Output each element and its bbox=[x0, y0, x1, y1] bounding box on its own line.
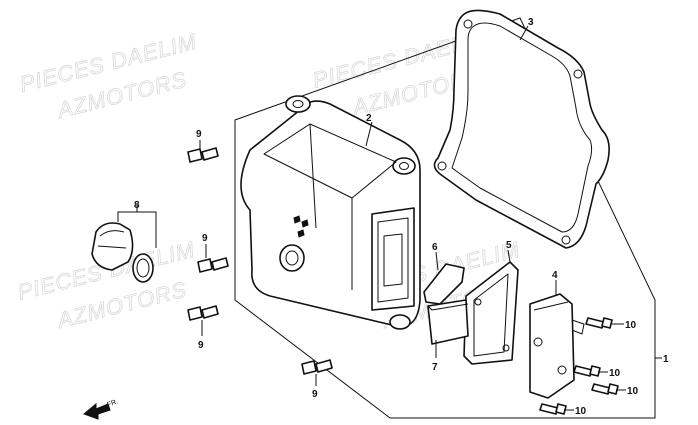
oil-cap-part-8 bbox=[91, 205, 157, 283]
callout-6: 6 bbox=[432, 242, 438, 253]
callout-9-bottom: 9 bbox=[312, 389, 318, 400]
callout-9-middle: 9 bbox=[202, 233, 208, 244]
callout-8: 8 bbox=[134, 200, 140, 211]
leader-lines bbox=[199, 25, 662, 411]
callout-10-top: 10 bbox=[625, 320, 637, 331]
direction-arrow-icon bbox=[83, 402, 111, 420]
cylinder-head-cover-part-2 bbox=[240, 95, 421, 330]
callout-4: 4 bbox=[552, 270, 558, 281]
callout-9-top: 9 bbox=[196, 129, 202, 140]
callout-1: 1 bbox=[663, 354, 669, 365]
plate-gasket-part-5 bbox=[463, 261, 519, 365]
bolts-part-10 bbox=[539, 317, 619, 415]
callout-2: 2 bbox=[366, 113, 372, 124]
assembly-box-outline bbox=[234, 17, 656, 419]
direction-label: FR. bbox=[106, 398, 119, 408]
callout-9-lower: 9 bbox=[198, 340, 204, 351]
callout-5: 5 bbox=[506, 240, 512, 251]
callout-3: 3 bbox=[528, 17, 534, 28]
callout-10-middle: 10 bbox=[609, 368, 621, 379]
callout-labels: 1 2 3 4 5 6 7 8 9 9 9 9 10 10 10 10 bbox=[134, 17, 669, 417]
filter-part-7 bbox=[427, 299, 469, 345]
gasket-part-3 bbox=[433, 9, 610, 249]
breather-plate-part-4 bbox=[529, 293, 585, 399]
callout-10-right: 10 bbox=[627, 386, 639, 397]
callout-10-bottom: 10 bbox=[575, 406, 587, 417]
seal-part-6 bbox=[423, 263, 465, 305]
front-direction-indicator: FR. bbox=[83, 398, 119, 420]
callout-7: 7 bbox=[432, 362, 438, 373]
bolts-part-9 bbox=[187, 147, 333, 375]
